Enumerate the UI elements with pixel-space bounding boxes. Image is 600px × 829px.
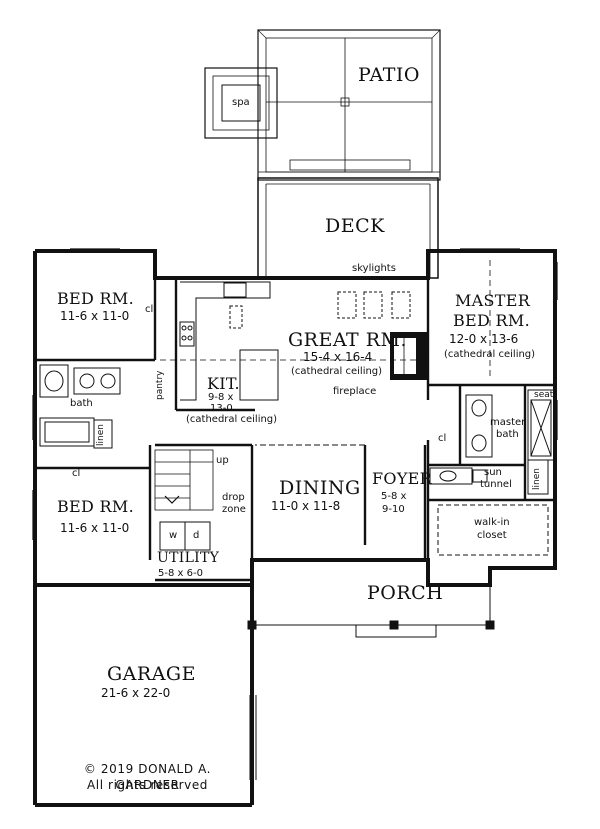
stairs (154, 449, 214, 511)
foyer-name: FOYER (372, 469, 433, 488)
spa-label: spa (232, 97, 250, 108)
spa-outline (204, 67, 278, 139)
porch-label: PORCH (367, 582, 444, 604)
dryer-label: d (193, 530, 200, 541)
skylight-frames (337, 291, 411, 319)
copyright-line-2: All rights reserved (86, 778, 209, 792)
copyright-line-1: © 2019 DONALD A. GARDNER (83, 762, 212, 792)
master-dims: 12-0 x 13-6 (449, 332, 519, 346)
garage-name: GARAGE (107, 663, 196, 685)
seat-label: seat (534, 390, 554, 400)
master-bath-fixtures (465, 389, 555, 495)
stairs-up-label: up (216, 455, 229, 466)
foyer-dims-1: 5-8 x (381, 491, 407, 502)
great-room-name: GREAT RM. (288, 329, 408, 351)
bath-fixtures (39, 364, 121, 449)
great-room-note: (cathedral ceiling) (291, 366, 383, 377)
patio-outline (257, 29, 441, 181)
utility-name: UTILITY (157, 550, 220, 566)
great-room-dims: 15-4 x 16-4 (303, 350, 373, 364)
master-bath-label-2: bath (496, 429, 519, 440)
washer-dryer (159, 521, 211, 551)
closet-label-3: cl (438, 433, 447, 444)
foyer-dims-2: 9-10 (382, 504, 405, 515)
walk-in-label-1: walk-in (474, 517, 510, 528)
deck-label: DECK (325, 215, 385, 237)
drop-zone-label-1: drop (222, 492, 245, 503)
deck-steps (258, 159, 440, 173)
kitchen-note: (cathedral ceiling) (186, 414, 278, 425)
fireplace-label: fireplace (333, 386, 377, 397)
washer-label: w (169, 530, 178, 541)
master-name-1: MASTER (455, 291, 531, 310)
garage-door (249, 695, 257, 780)
bed-room-1-name: BED RM. (57, 289, 134, 308)
master-name-2: BED RM. (453, 311, 530, 330)
porch-outline (247, 560, 495, 638)
skylights-label: skylights (352, 263, 396, 274)
kitchen-dims-2: 13-0 (210, 403, 233, 414)
kitchen-dims-1: 9-8 x (208, 392, 234, 403)
patio-label: PATIO (358, 64, 420, 86)
drop-zone-label-2: zone (222, 504, 246, 515)
sun-tunnel (429, 467, 488, 485)
closet-label-1: cl (145, 304, 154, 315)
bed-room-1-dims: 11-6 x 11-0 (60, 309, 130, 323)
pantry-label: pantry (155, 370, 165, 401)
sun-tunnel-label-1: sun (484, 467, 502, 478)
linen-label-2: linen (532, 468, 542, 490)
closet-label-2: cl (72, 468, 81, 479)
kitchen-name: KIT. (207, 374, 240, 393)
kitchen-counters (179, 281, 279, 401)
bed-room-2-name: BED RM. (57, 497, 134, 516)
walk-in-label-2: closet (477, 530, 507, 541)
sun-tunnel-label-2: tunnel (480, 479, 512, 490)
dining-dims: 11-0 x 11-8 (271, 499, 341, 513)
linen-label-1: linen (96, 424, 106, 446)
master-note: (cathedral ceiling) (444, 349, 536, 360)
utility-dims: 5-8 x 6-0 (158, 568, 203, 579)
master-bath-label-1: master (490, 417, 526, 428)
bed-room-2-dims: 11-6 x 11-0 (60, 521, 130, 535)
bath-label: bath (70, 398, 93, 409)
garage-dims: 21-6 x 22-0 (101, 686, 171, 700)
dining-name: DINING (279, 477, 361, 499)
interior-walls (35, 251, 555, 582)
